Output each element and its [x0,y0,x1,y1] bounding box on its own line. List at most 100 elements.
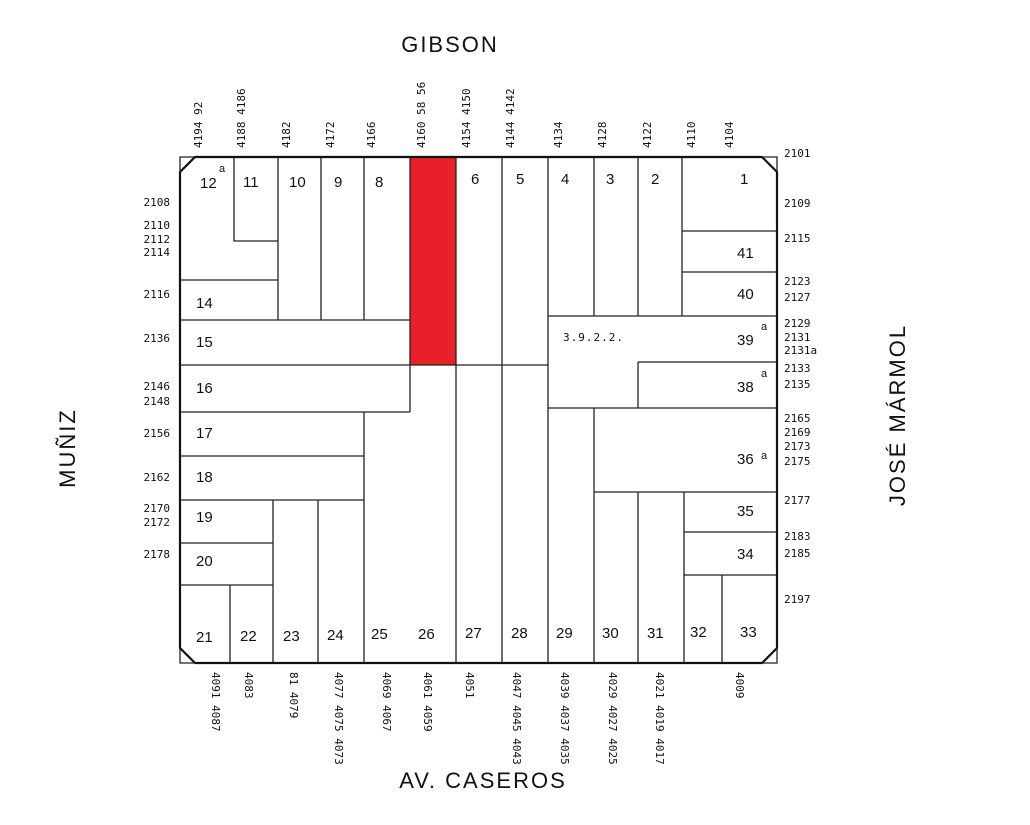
lot-29: 29 [556,625,573,642]
svg-text:2172: 2172 [144,516,171,529]
bottom-number: 4069 4067 [380,672,393,732]
svg-text:2116: 2116 [144,288,171,301]
lot-6: 6 [471,171,479,188]
lot-41: 41 [737,245,754,262]
parcel-code: 3.9.2.2. [563,331,624,344]
svg-text:2115: 2115 [784,232,811,245]
svg-text:2165: 2165 [784,412,811,425]
svg-text:2177: 2177 [784,494,811,507]
bottom-number: 4083 [242,672,255,699]
lot-lines [180,157,777,663]
top-number: 4166 [365,122,378,149]
street-east-label: JOSÉ MÁRMOL [885,324,910,506]
lot-26: 26 [418,626,435,643]
top-number: 4154 4150 [460,88,473,148]
lot-11: 11 [243,174,259,191]
lot-9: 9 [334,174,342,191]
bottom-number: 4009 [733,672,746,699]
top-number: 4188 4186 [235,88,248,148]
lot-31: 31 [647,625,664,642]
svg-text:2135: 2135 [784,378,811,391]
lot-22: 22 [240,628,257,645]
lot-19: 19 [196,509,213,526]
lot-36-suffix: a [761,450,768,462]
bottom-number: 4047 4045 4043 [510,672,523,765]
bottom-number: 4091 4087 [209,672,222,732]
lot-14: 14 [196,295,213,312]
lot-24: 24 [327,627,344,644]
top-number: 4134 [552,121,565,148]
street-north-label: GIBSON [401,32,499,57]
street-west-label: MUÑIZ [55,408,80,488]
svg-text:2178: 2178 [144,548,171,561]
svg-text:2131a: 2131a [784,344,817,357]
svg-text:2129: 2129 [784,317,811,330]
svg-text:2185: 2185 [784,547,811,560]
lot-25: 25 [371,626,388,643]
lot-3: 3 [606,171,614,188]
lot-38: 38 [737,379,754,396]
lot-12: 12 [200,175,217,192]
lot-30: 30 [602,625,619,642]
lot-4: 4 [561,171,569,188]
corner-marks [179,156,778,664]
lot-27: 27 [465,625,482,642]
top-number: 4128 [596,122,609,149]
lot-34: 34 [737,546,754,563]
svg-text:2127: 2127 [784,291,811,304]
lot-18: 18 [196,469,213,486]
svg-text:2173: 2173 [784,440,811,453]
top-number: 4194 92 [192,102,205,148]
top-number: 4110 [685,122,698,149]
svg-text:2146: 2146 [144,380,171,393]
svg-text:2101: 2101 [784,147,811,160]
svg-text:2109: 2109 [784,197,811,210]
lot-32: 32 [690,624,707,641]
street-south-label: AV. CASEROS [399,768,567,793]
top-house-numbers: 4194 92 4188 4186 4182 4172 4166 4160 58… [192,82,736,148]
svg-text:2123: 2123 [784,275,811,288]
block-border [178,155,779,665]
top-number: 4160 58 56 [415,82,428,148]
top-number: 4122 [641,122,654,149]
lot-39-suffix: a [761,321,768,333]
bottom-number: 4021 4019 4017 [653,672,666,765]
right-house-numbers: 2101 2109 2115 2123 2127 2129 2131 2131a… [784,147,817,606]
top-number: 4172 [324,122,337,149]
top-number: 4182 [280,122,293,149]
bottom-house-numbers: 4091 4087 4083 81 4079 4077 4075 4073 40… [209,672,746,765]
lot-1: 1 [740,171,748,188]
lot-36: 36 [737,451,754,468]
svg-text:2131: 2131 [784,331,811,344]
lot-20: 20 [196,553,213,570]
lot-15: 15 [196,334,213,351]
svg-text:2169: 2169 [784,426,811,439]
lot-numbers: 12 a 11 10 9 8 6 5 4 3 2 1 41 40 39 a 38… [196,163,768,646]
svg-text:2110: 2110 [144,219,171,232]
lot-39: 39 [737,332,754,349]
lot-12-suffix: a [219,163,226,175]
svg-text:2183: 2183 [784,530,811,543]
lot-21: 21 [196,629,213,646]
svg-text:2175: 2175 [784,455,811,468]
lot-40: 40 [737,286,754,303]
svg-text:2133: 2133 [784,362,811,375]
lot-38-suffix: a [761,368,768,380]
lot-35: 35 [737,503,754,520]
svg-text:2156: 2156 [144,427,171,440]
lot-33: 33 [740,624,757,641]
lot-28: 28 [511,625,528,642]
lot-5: 5 [516,171,524,188]
lot-16: 16 [196,380,213,397]
svg-text:2197: 2197 [784,593,811,606]
lot-17: 17 [196,425,213,442]
left-house-numbers: 2108 2110 2112 2114 2116 2136 2146 2148 … [144,196,171,561]
bottom-number: 81 4079 [287,672,300,718]
top-number: 4104 [723,121,736,148]
svg-text:2170: 2170 [144,502,171,515]
lot-23: 23 [283,628,300,645]
svg-text:2162: 2162 [144,471,171,484]
svg-text:2108: 2108 [144,196,171,209]
highlighted-lot-7[interactable] [410,157,456,365]
